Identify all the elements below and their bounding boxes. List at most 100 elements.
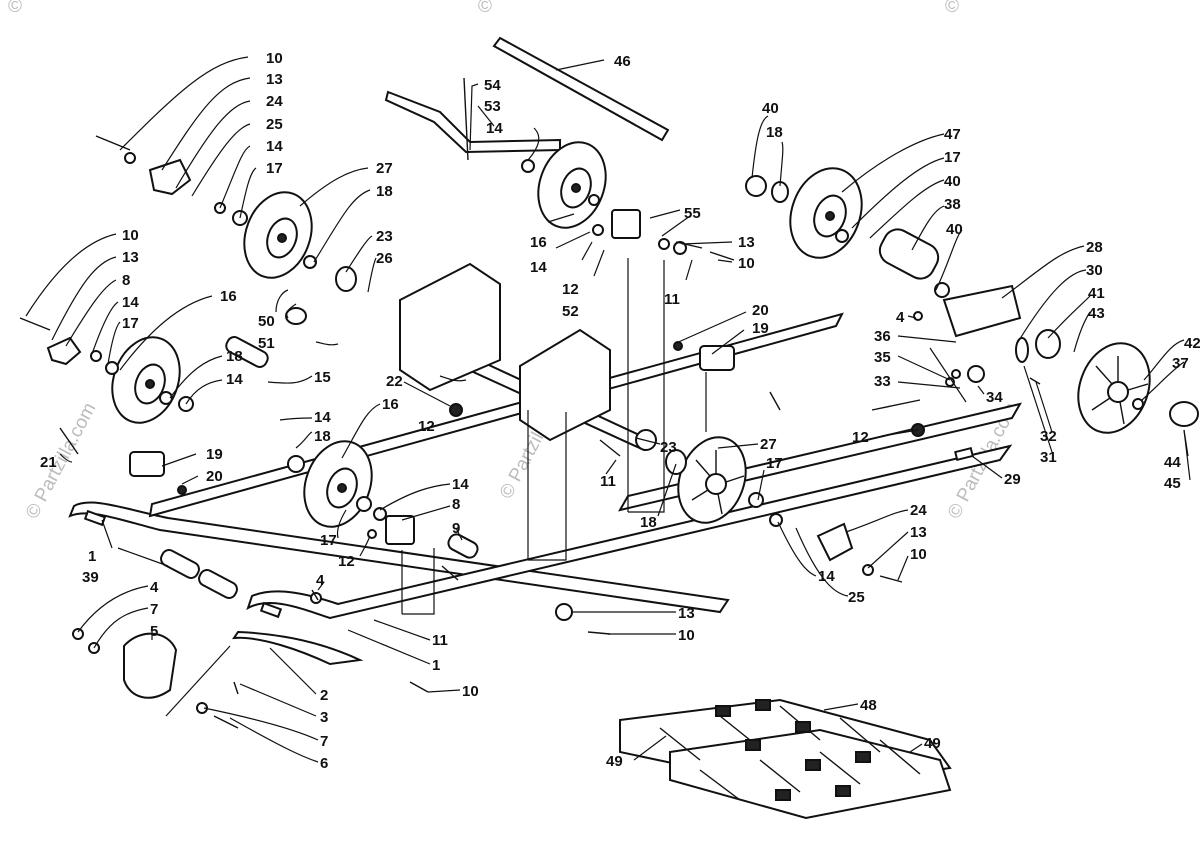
callout-label: 39	[82, 569, 99, 586]
callout-label: 14	[452, 476, 469, 493]
callout-label: 17	[266, 160, 283, 177]
callout-label: 35	[874, 349, 891, 366]
callout-label: 12	[562, 281, 579, 298]
callout-label: 49	[924, 735, 941, 752]
mount-bracket	[46, 336, 82, 366]
callout-label: 10	[122, 227, 139, 244]
callout-label: 6	[320, 755, 328, 772]
crank-shaft	[384, 90, 561, 154]
callout-label: 12	[852, 429, 869, 446]
wheel-cap	[1169, 401, 1199, 427]
callout-label: 12	[418, 418, 435, 435]
callout-label: 13	[678, 605, 695, 622]
callout-label: 27	[376, 160, 393, 177]
callout-label: 51	[258, 335, 275, 352]
bumper-block	[129, 451, 165, 477]
track-section	[619, 698, 952, 820]
watermark-fragment: ©	[478, 0, 492, 17]
pivot-arm-bracket	[399, 262, 501, 392]
spacer-sleeve	[447, 533, 479, 559]
slide-rail-front	[68, 444, 1013, 620]
callout-label: 10	[462, 683, 479, 700]
bushing	[285, 307, 307, 325]
callout-label: 10	[910, 546, 927, 563]
bushing	[335, 266, 357, 292]
callout-label: 5	[150, 623, 158, 640]
callout-label: 53	[484, 98, 501, 115]
idler-wheel	[303, 440, 373, 528]
callout-label: 17	[944, 149, 961, 166]
callout-label: 7	[150, 601, 158, 618]
mount-bracket	[816, 522, 854, 562]
callout-label: 40	[944, 173, 961, 190]
bolts	[19, 241, 1041, 729]
callout-label: 4	[896, 309, 905, 326]
callout-label: 24	[910, 502, 927, 519]
callout-label: 19	[752, 320, 769, 337]
end-cap	[123, 632, 178, 699]
callout-label: 45	[1164, 475, 1181, 492]
callout-label: 18	[376, 183, 393, 200]
pivot-arm-bracket	[519, 328, 611, 442]
callout-label: 46	[614, 53, 631, 70]
callout-label: 34	[986, 389, 1003, 406]
callout-label: 21	[40, 454, 57, 471]
callout-label: 18	[314, 428, 331, 445]
callout-label: 2	[320, 687, 328, 704]
callout-label: 32	[1040, 428, 1057, 445]
callout-label: 13	[266, 71, 283, 88]
callout-label: 11	[664, 291, 680, 308]
idler-wheel-spoked	[1077, 342, 1151, 434]
callout-label: 18	[640, 514, 657, 531]
callout-label: 7	[320, 733, 328, 750]
callout-label: 9	[452, 520, 460, 537]
callout-label: 19	[206, 446, 223, 463]
spacer-sleeve	[160, 549, 200, 579]
idler-wheel	[111, 336, 181, 424]
assembly-lines	[165, 258, 967, 717]
retainer-block	[611, 209, 641, 239]
mount-bracket	[148, 158, 192, 196]
callout-label: 20	[752, 302, 769, 319]
axle-plate	[942, 284, 1022, 338]
callout-label: 10	[678, 627, 695, 644]
callout-label: 30	[1086, 262, 1103, 279]
callout-label: 31	[1040, 449, 1057, 466]
callout-label: 20	[206, 468, 223, 485]
callout-label: 29	[1004, 471, 1021, 488]
callout-label: 47	[944, 126, 961, 143]
callout-label: 54	[484, 77, 501, 94]
callout-label: 37	[1172, 355, 1189, 372]
callout-label: 42	[1184, 335, 1200, 352]
callout-label: 23	[376, 228, 393, 245]
callout-label: 17	[766, 455, 783, 472]
callout-label: 25	[848, 589, 865, 606]
bushing	[745, 175, 767, 197]
callout-label: 12	[338, 553, 355, 570]
callout-label: 27	[760, 436, 777, 453]
callout-label: 1	[88, 548, 96, 565]
callout-label: 1	[432, 657, 440, 674]
spacer-sleeve	[198, 569, 238, 599]
callout-label: 4	[316, 572, 325, 589]
callout-label: 18	[226, 348, 243, 365]
callout-label: 14	[486, 120, 503, 137]
callout-label: 28	[1086, 239, 1103, 256]
rear-shaft	[492, 36, 670, 142]
callout-label: 48	[860, 697, 877, 714]
callout-label: 16	[530, 234, 547, 251]
bearing	[1035, 329, 1061, 359]
callout-label: 14	[122, 294, 139, 311]
callout-label: 55	[684, 205, 701, 222]
callout-label: 10	[266, 50, 283, 67]
callout-label: 26	[376, 250, 393, 267]
callout-label: 22	[386, 373, 403, 390]
callout-label: 14	[530, 259, 547, 276]
callout-label: 3	[320, 709, 328, 726]
callout-label: 16	[220, 288, 237, 305]
callout-label: 41	[1088, 285, 1105, 302]
slide-runner	[232, 630, 364, 666]
watermark-fragment: ©	[945, 0, 959, 17]
callout-label: 44	[1164, 454, 1181, 471]
callout-label: 36	[874, 328, 891, 345]
